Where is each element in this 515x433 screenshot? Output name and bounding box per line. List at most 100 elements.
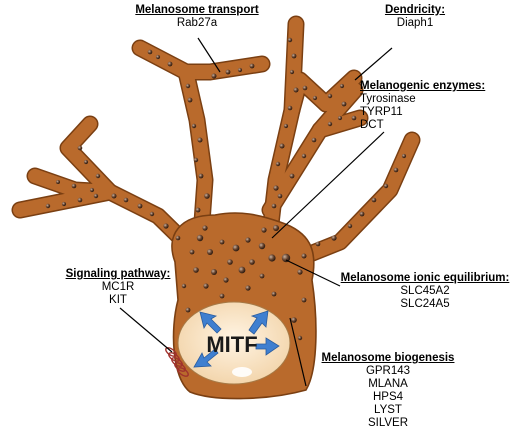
melanosome-dot [273, 225, 279, 231]
melanosome-dot [83, 159, 89, 165]
melanosome-dot [56, 180, 60, 184]
label-signaling: Signaling pathway: MC1R KIT [58, 268, 178, 307]
melanosome-dot [289, 69, 295, 75]
melanosome-dot [283, 123, 289, 129]
melanosome-dot [327, 93, 333, 99]
label-enzymes-title: Melanogenic enzymes: [360, 80, 486, 92]
label-biogenesis-item: MLANA [368, 378, 408, 390]
melanosome-dot [77, 197, 83, 203]
label-enzymes-item: Tyrosinase [360, 93, 416, 105]
melanosome-dot [163, 223, 169, 229]
melanosome-dot [198, 173, 204, 179]
melanosome-dot [327, 121, 333, 127]
label-transport: Melanosome transport Rab27a [122, 4, 272, 30]
melanosome-dot [311, 137, 317, 143]
melanosome-dot [155, 54, 161, 60]
melanosome-dot [61, 201, 67, 207]
melanosome-dot [351, 115, 357, 121]
melanosome-dot [273, 185, 279, 191]
melanosome-dot [341, 101, 347, 107]
mitf-label: MITF [206, 332, 257, 357]
melanosome-dot [193, 267, 199, 273]
melanosome-dot [237, 67, 243, 73]
melanosome-dot [227, 259, 233, 265]
melanosome-dot [232, 244, 240, 252]
arrow-down-left-icon [193, 348, 219, 368]
melanosome-dot [196, 234, 204, 242]
melanosome-dot [297, 335, 303, 341]
melanosome-dot [315, 241, 321, 247]
melanosome-dot [93, 193, 99, 199]
melanosome-dot [211, 269, 217, 275]
melanosome-dot [175, 235, 181, 241]
melanosome-dot [195, 207, 201, 213]
melanosome-dot [111, 193, 117, 199]
melanosome-dot [259, 273, 265, 279]
label-signaling-title: Signaling pathway: [65, 268, 171, 280]
arrow-right-icon [255, 337, 280, 356]
melanosome-dot [301, 253, 307, 259]
melanosome-dot [219, 293, 225, 299]
leader-biogenesis [289, 317, 307, 387]
leader-ionic [285, 259, 341, 287]
melanosome-dot [287, 37, 293, 43]
melanosome-dot [347, 223, 353, 229]
label-biogenesis: Melanosome biogenesis GPR143 MLANA HPS4 … [318, 352, 458, 430]
melanosome-dot [393, 167, 399, 173]
melanosome-dot [202, 225, 208, 231]
melanosome-dot [287, 105, 293, 111]
label-biogenesis-item: LYST [374, 404, 402, 416]
melanosome-dot [189, 249, 195, 255]
melanosome-dot [123, 197, 129, 203]
melanosome-dot [245, 237, 251, 243]
melanosome-dot [204, 193, 210, 199]
melanosome-dot [359, 211, 365, 217]
leader-signaling [119, 307, 173, 353]
melanosome-dot [77, 145, 83, 151]
leader-transport [197, 37, 221, 73]
melanosome-dot [275, 161, 281, 167]
melanosome-dot [223, 277, 229, 283]
label-ionic-title: Melanosome ionic equilibrium: [340, 272, 510, 284]
melanosome-dot [89, 187, 95, 193]
melanosome-dot [268, 254, 276, 262]
melanosome-dot [337, 115, 343, 121]
melanosome-dot [249, 259, 255, 265]
melanosome-dot [302, 85, 308, 91]
melanosome-dot [297, 269, 303, 275]
melanosome-dot [271, 291, 277, 297]
melanosome-dot [191, 123, 197, 129]
melanosome-dot [149, 211, 155, 217]
melanosome-dot [301, 297, 307, 303]
melanosome-dot [207, 249, 213, 255]
melanosome-dot [339, 83, 345, 89]
melanosome-dot [371, 197, 377, 203]
arrow-up-right-icon [248, 310, 269, 335]
melanosome-dot [219, 239, 225, 245]
melanosome-dot [293, 87, 299, 93]
label-dendricity-item: Diaph1 [396, 17, 434, 29]
melanosome-dot [289, 173, 295, 179]
melanosome-dot [71, 183, 77, 189]
label-enzymes-item: DCT [360, 119, 384, 131]
melanosome-dot [95, 173, 101, 179]
label-ionic: Melanosome ionic equilibrium: SLC45A2 SL… [336, 272, 514, 311]
melanosome-dot [401, 153, 407, 159]
melanosome-dot [167, 61, 173, 67]
melanosome-dot [225, 69, 231, 75]
melanosome-dot [203, 283, 209, 289]
melanosome-dot [291, 317, 297, 323]
label-biogenesis-title: Melanosome biogenesis [321, 352, 455, 364]
label-ionic-item: SLC45A2 [400, 285, 450, 297]
label-transport-item: Rab27a [176, 17, 218, 29]
arrow-up-left-icon [199, 311, 222, 334]
melanosome-dot [185, 83, 191, 89]
melanosome-dot [187, 97, 193, 103]
melanosome-dot [301, 153, 307, 159]
label-dendricity-title: Dendricity: [384, 4, 446, 16]
melanosome-dot [238, 266, 246, 274]
label-biogenesis-item: GPR143 [365, 365, 411, 377]
mitf-arrows [193, 310, 280, 368]
melanosome-dot [45, 203, 51, 209]
